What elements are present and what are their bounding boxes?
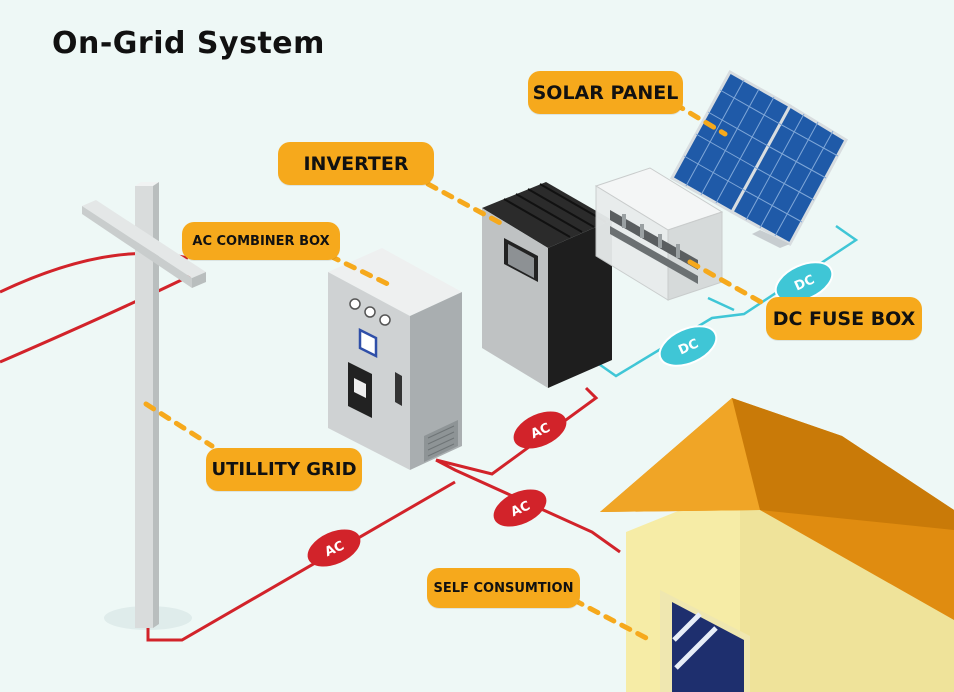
label-dc-fuse-box: DC FUSE BOX <box>766 297 922 340</box>
leader-self-consumption <box>571 597 653 643</box>
leader-ac-combiner <box>327 253 395 289</box>
inverter <box>482 182 612 388</box>
dc-badge-inverter: DC <box>658 325 718 367</box>
leader-inverter <box>425 181 509 229</box>
dc-fuse-box <box>594 167 724 301</box>
utility-pole <box>82 182 206 628</box>
leader-utility-grid <box>143 401 215 449</box>
ac-badge-house: AC <box>493 489 547 527</box>
solar-panels <box>669 69 848 248</box>
svg-text:AC: AC <box>529 421 553 443</box>
leader-solar-panel <box>672 101 728 137</box>
ac-combiner-box <box>328 248 462 470</box>
pole-crossarm <box>82 200 206 278</box>
leader-dc-fuse-box <box>687 259 771 309</box>
fusebox-dc-wire <box>707 296 735 312</box>
inverter-to-panel-dc-wire <box>595 224 859 378</box>
label-inverter: INVERTER <box>278 142 434 185</box>
label-utility-grid: UTILLITY GRID <box>206 448 362 491</box>
ac-badge-inverter: AC <box>513 411 567 449</box>
leader-lines <box>143 101 771 643</box>
label-solar-panel: SOLAR PANEL <box>528 71 683 114</box>
diagram-title: On-Grid System <box>52 26 325 61</box>
ac-badge-grid: AC <box>307 529 361 567</box>
overhead-wire-bottom <box>0 270 199 364</box>
label-ac-combiner-box: AC COMBINER BOX <box>182 222 340 260</box>
svg-text:AC: AC <box>323 539 347 561</box>
svg-text:AC: AC <box>509 499 533 521</box>
pole-shaft <box>135 186 153 628</box>
label-self-consumption: SELF CONSUMTION <box>427 568 580 608</box>
dc-wires <box>595 224 859 378</box>
house <box>600 398 954 692</box>
